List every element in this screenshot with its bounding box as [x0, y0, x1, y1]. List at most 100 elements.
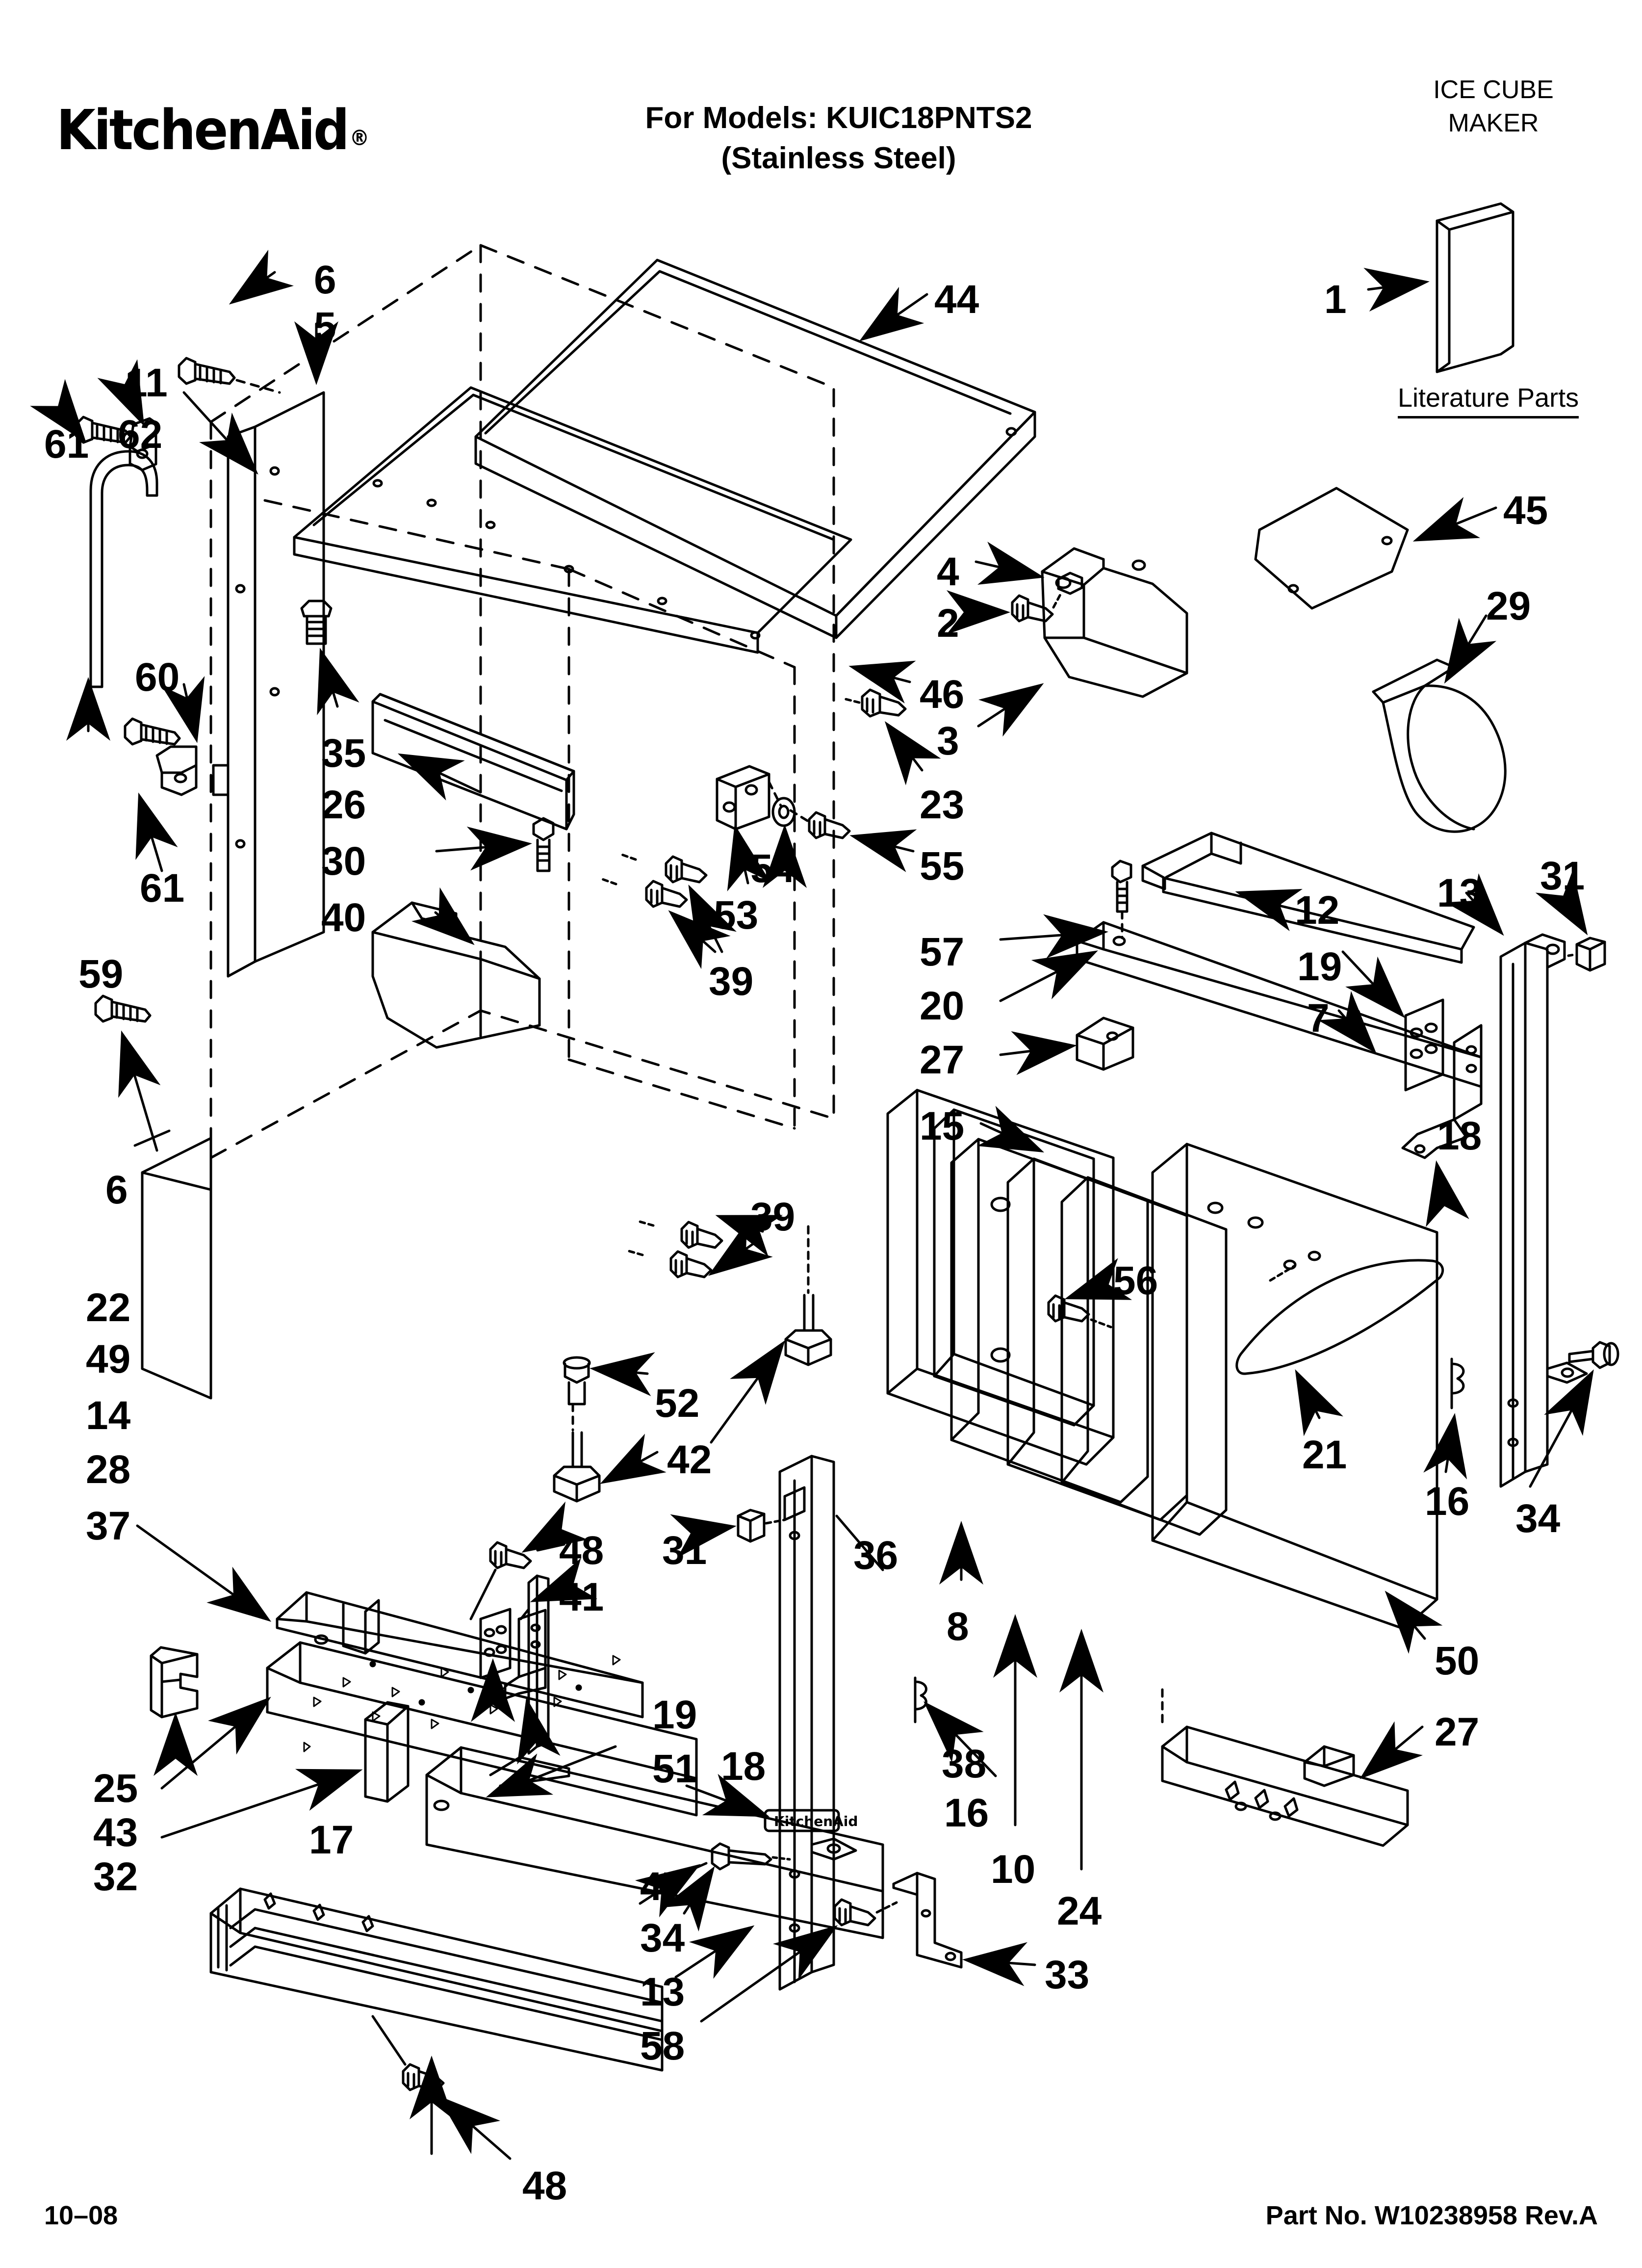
callout-52[interactable]: 52: [655, 1381, 700, 1426]
callout-19[interactable]: 19: [1297, 944, 1342, 989]
callout-42[interactable]: 42: [667, 1437, 712, 1482]
footer-date-code: 10–08: [44, 2201, 118, 2230]
callout-23[interactable]: 23: [920, 782, 965, 827]
part-22-rear-panel: [142, 1138, 211, 1398]
product-category: ICE CUBE MAKER: [1412, 74, 1574, 140]
callout-12[interactable]: 12: [1295, 888, 1340, 933]
callout-28[interactable]: 28: [86, 1447, 131, 1492]
part-16-clip-right: [1452, 1359, 1463, 1408]
part-33-bracket: [894, 1873, 961, 1967]
callout-60[interactable]: 60: [135, 655, 180, 700]
callout-34[interactable]: 34: [640, 1916, 685, 1960]
callout-22[interactable]: 22: [86, 1285, 131, 1330]
callout-25[interactable]: 25: [93, 1766, 138, 1811]
callout-7[interactable]: 7: [1307, 996, 1330, 1041]
callout-29[interactable]: 29: [1486, 584, 1531, 628]
callout-18[interactable]: 18: [1437, 1114, 1482, 1158]
callout-61[interactable]: 61: [140, 866, 185, 911]
callout-47[interactable]: 47: [640, 1864, 685, 1909]
part-60-fill-tube: [91, 451, 157, 687]
callout-37[interactable]: 37: [86, 1504, 131, 1548]
callout-2[interactable]: 2: [937, 601, 959, 646]
callout-32[interactable]: 32: [93, 1854, 138, 1899]
part-13-post-right: [1501, 935, 1587, 1486]
part-2-screw: [1012, 596, 1052, 621]
category-line-2: MAKER: [1448, 108, 1539, 137]
callout-27[interactable]: 27: [920, 1038, 965, 1082]
callout-46[interactable]: 46: [920, 672, 965, 717]
callout-39[interactable]: 39: [709, 959, 754, 1004]
callout-57[interactable]: 57: [920, 930, 965, 974]
registered-trademark-icon: ®: [349, 126, 369, 151]
callout-20[interactable]: 20: [920, 984, 965, 1028]
part-55-screw: [809, 812, 849, 838]
callout-26[interactable]: 26: [321, 782, 366, 827]
callout-27[interactable]: 27: [1435, 1710, 1480, 1754]
callout-45[interactable]: 45: [1503, 488, 1548, 533]
callout-31[interactable]: 31: [662, 1528, 707, 1573]
callout-31[interactable]: 31: [1540, 854, 1585, 898]
callout-19[interactable]: 19: [652, 1693, 697, 1737]
callout-18[interactable]: 18: [721, 1744, 766, 1789]
callout-53[interactable]: 53: [714, 893, 759, 938]
part-32-end-cap: [365, 1702, 408, 1801]
part-34-pin-right: [1569, 1342, 1618, 1368]
callout-55[interactable]: 55: [920, 844, 965, 888]
callout-62[interactable]: 62: [118, 412, 163, 457]
callout-54[interactable]: 54: [750, 846, 795, 891]
callout-51[interactable]: 51: [652, 1747, 697, 1791]
callout-5[interactable]: 5: [314, 304, 336, 349]
callout-8[interactable]: 8: [947, 1604, 969, 1649]
callout-21[interactable]: 21: [1302, 1433, 1347, 1477]
callout-14[interactable]: 14: [86, 1393, 131, 1438]
callout-6[interactable]: 6: [105, 1168, 128, 1212]
callout-40[interactable]: 40: [321, 895, 366, 940]
callout-13[interactable]: 13: [1437, 871, 1482, 915]
callout-3[interactable]: 3: [937, 719, 959, 763]
part-27-bottom-cap: [1162, 1727, 1408, 1846]
callout-49[interactable]: 49: [86, 1337, 131, 1382]
part-11-left-panel: [213, 392, 324, 976]
callout-16[interactable]: 16: [944, 1791, 989, 1835]
callout-35[interactable]: 35: [321, 731, 366, 776]
part-17-grille: [211, 1889, 662, 2070]
kitchenaid-logo: KitchenAid®: [56, 103, 369, 158]
literature-parts-label: Literature Parts: [1398, 383, 1579, 418]
part-58-screw: [835, 1900, 875, 1925]
callout-58[interactable]: 58: [640, 2024, 685, 2068]
part-6-screw-top: [179, 358, 234, 384]
callout-17[interactable]: 17: [309, 1818, 354, 1862]
callout-56[interactable]: 56: [1113, 1258, 1158, 1303]
callout-36[interactable]: 36: [853, 1533, 898, 1578]
callout-38[interactable]: 38: [942, 1742, 987, 1786]
callout-15[interactable]: 15: [920, 1104, 965, 1148]
callout-61[interactable]: 61: [44, 422, 89, 467]
callout-30[interactable]: 30: [321, 839, 366, 884]
callout-4[interactable]: 4: [937, 549, 959, 594]
category-line-1: ICE CUBE: [1433, 76, 1554, 104]
callout-24[interactable]: 24: [1057, 1889, 1102, 1933]
callout-59[interactable]: 59: [78, 952, 124, 996]
callout-50[interactable]: 50: [1435, 1639, 1480, 1683]
part-29-ice-scoop: [1373, 660, 1505, 832]
callout-43[interactable]: 43: [93, 1810, 138, 1855]
callout-39[interactable]: 39: [750, 1195, 795, 1239]
callout-10[interactable]: 10: [991, 1847, 1036, 1892]
callout-11[interactable]: 11: [125, 361, 168, 405]
part-31-strike-right: [1577, 938, 1605, 970]
part-20-top-rail: [1077, 922, 1481, 1087]
callout-6[interactable]: 6: [314, 258, 336, 302]
callout-44[interactable]: 44: [934, 277, 979, 322]
callout-41[interactable]: 41: [559, 1575, 604, 1619]
callout-16[interactable]: 16: [1425, 1479, 1470, 1524]
part-21-outer-door: [1153, 1144, 1437, 1629]
callout-1[interactable]: 1: [1324, 277, 1347, 322]
callout-48[interactable]: 48: [522, 2164, 567, 2208]
part-26-rail: [373, 694, 574, 829]
callout-48[interactable]: 48: [559, 1528, 604, 1573]
part-31-strike-left: [738, 1510, 764, 1541]
callout-33[interactable]: 33: [1045, 1953, 1090, 1997]
callout-13[interactable]: 13: [640, 1970, 685, 2014]
callout-34[interactable]: 34: [1515, 1496, 1561, 1541]
